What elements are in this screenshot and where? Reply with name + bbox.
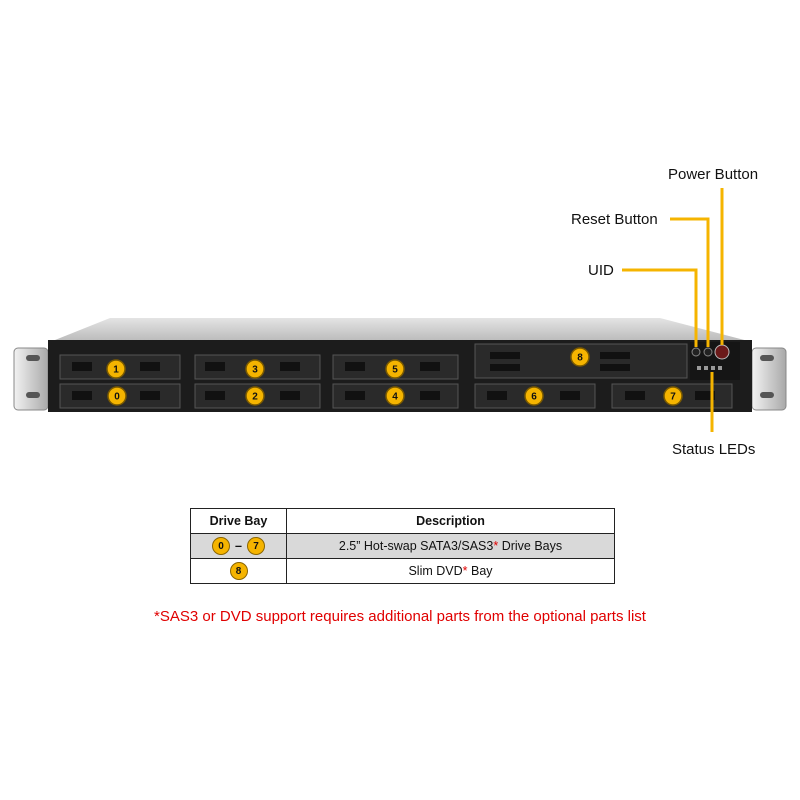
- callout-lines: [622, 188, 724, 432]
- reset-button: [703, 347, 713, 357]
- drive-bay-number: 0: [114, 392, 120, 403]
- control-panel: [690, 342, 740, 380]
- uid-callout-line: [622, 268, 698, 347]
- chassis-top: [50, 318, 752, 342]
- desc-text: Slim DVD: [408, 564, 463, 578]
- drive-bay-badge: [570, 347, 590, 367]
- drive-bay-badge: [385, 359, 405, 379]
- right-rack-ear: [751, 347, 787, 411]
- power-button-label: Power Button: [668, 166, 759, 183]
- drive-bay-number: 6: [531, 392, 537, 403]
- header-drive-bay: Drive Bay: [190, 508, 287, 534]
- drive-bay-badge: [524, 386, 544, 406]
- reset-button-label: Reset Button: [571, 211, 658, 228]
- left-rack-ear: [13, 347, 49, 411]
- drive-bay-number: 1: [113, 365, 119, 376]
- asterisk: *: [462, 564, 468, 578]
- status-leds-label: Status LEDs: [672, 441, 756, 458]
- drive-bay-badge: [385, 386, 405, 406]
- desc-text: Drive Bays: [498, 539, 563, 553]
- reset-callout-line: [670, 217, 710, 347]
- table-row: 8 Slim DVD* Bay: [190, 558, 615, 584]
- drive-bay-number: 5: [392, 365, 398, 376]
- bay-badge: 8: [229, 562, 248, 580]
- uid-label: UID: [588, 262, 614, 279]
- bay-badges: 1 3 5 0 2 4 6 7 8: [106, 347, 683, 406]
- drive-bay-badge: [106, 359, 126, 379]
- desc-text: 2.5” Hot-swap SATA3/SAS3: [338, 539, 494, 553]
- footnote: *SAS3 or DVD support requires additional…: [154, 608, 646, 625]
- drive-bay-badge: [663, 386, 683, 406]
- drive-bay-badge: [245, 359, 265, 379]
- drive-bay-table: Drive Bay Description 0–7 2.5” Hot-swap …: [190, 508, 615, 584]
- asterisk: *: [493, 539, 499, 553]
- bay-range-cell: 0–7: [190, 533, 287, 559]
- drive-bay-number: 3: [252, 365, 258, 376]
- drive-bay-number: 4: [392, 392, 398, 403]
- description-cell: 2.5” Hot-swap SATA3/SAS3* Drive Bays: [286, 533, 615, 559]
- status-leds: [697, 366, 722, 370]
- power-button: [714, 344, 730, 360]
- table-header-row: Drive Bay Description: [190, 508, 615, 534]
- table-row: 0–7 2.5” Hot-swap SATA3/SAS3* Drive Bays: [190, 533, 615, 559]
- description-cell: Slim DVD* Bay: [286, 558, 615, 584]
- header-description: Description: [286, 508, 615, 534]
- bay-badge: 0: [212, 537, 231, 555]
- bay-cell: 8: [190, 558, 287, 584]
- drive-bay-badge: [107, 386, 127, 406]
- uid-button: [691, 347, 701, 357]
- drive-bay-number: 2: [252, 392, 258, 403]
- drive-bay-number: 8: [577, 353, 583, 364]
- desc-text: Bay: [467, 564, 493, 578]
- range-dash: –: [235, 539, 242, 553]
- drive-bay-number: 7: [670, 392, 676, 403]
- drive-bay-badge: [245, 386, 265, 406]
- bay-badge: 7: [246, 537, 265, 555]
